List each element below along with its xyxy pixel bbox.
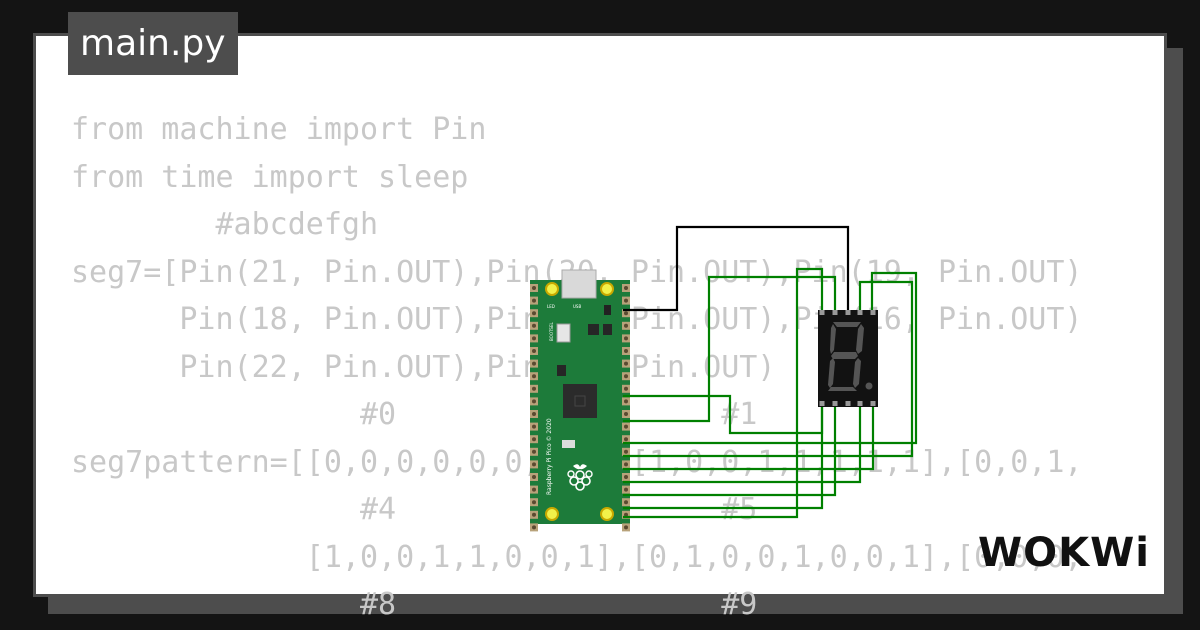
raspberry-pi-pico-board[interactable]: LED USB BOOTSEL Raspberry Pi Pico © 2020 <box>530 269 630 532</box>
display-pins <box>819 310 876 406</box>
usb-label: USB <box>573 304 581 309</box>
header-pin-hole <box>532 500 536 505</box>
wire-segment[interactable] <box>623 405 837 497</box>
wire-segment[interactable] <box>623 280 914 458</box>
header-pin-hole <box>532 487 536 492</box>
header-pin-hole <box>624 349 628 353</box>
wire-segment[interactable] <box>623 315 824 435</box>
display-pin <box>870 310 876 315</box>
header-pin-hole <box>624 386 628 391</box>
header-pin-hole <box>532 449 536 454</box>
wire-segment[interactable] <box>623 271 918 445</box>
code-line: #4 #5 <box>71 492 758 527</box>
mounting-hole <box>545 507 559 521</box>
header-pin-hole <box>532 286 536 290</box>
mounting-hole <box>600 507 614 521</box>
header-pin-hole <box>532 412 536 416</box>
header-pin-hole <box>624 374 628 379</box>
header-pin-hole <box>624 512 628 517</box>
bootsel-button[interactable] <box>556 323 571 343</box>
display-pin <box>845 310 851 315</box>
code-line: #abcdefgh <box>71 207 379 242</box>
wokwi-logo-icon: WOKWi <box>978 530 1150 576</box>
header-pin-hole <box>624 399 628 404</box>
raspberry-pi-logo-icon <box>567 464 593 491</box>
bootsel-label: BOOTSEL <box>549 322 554 341</box>
mounting-hole <box>545 282 559 296</box>
display-pin <box>819 310 825 315</box>
header-pin-hole <box>624 525 628 530</box>
header-pin-hole <box>624 311 628 316</box>
seven-segment-display-icon[interactable] <box>818 310 878 407</box>
wires <box>623 225 918 519</box>
code-line: #8 #9 <box>71 587 758 622</box>
header-pin-hole <box>624 475 628 479</box>
file-tab-main-py[interactable]: main.py <box>68 12 238 75</box>
header-pin-hole <box>532 399 536 404</box>
header-pin-hole <box>532 437 536 442</box>
header-pin-hole <box>532 386 536 391</box>
display-pin <box>845 401 851 406</box>
brand-name: WOKWi <box>978 530 1150 576</box>
header-pin-hole <box>532 298 536 303</box>
wire-segment[interactable] <box>623 405 862 484</box>
small-chip <box>557 365 566 376</box>
code-line: #0 #1 <box>71 397 758 432</box>
display-pin <box>832 310 838 315</box>
header-pin-hole <box>532 462 536 467</box>
code-line: seg7=[Pin(21, Pin.OUT),Pin(20, Pin.OUT),… <box>71 254 1083 290</box>
display-pin <box>870 401 876 406</box>
display-segments <box>828 322 873 391</box>
header-pin-hole <box>532 525 536 530</box>
header-pin-hole <box>532 475 536 479</box>
mounting-hole <box>600 282 614 296</box>
code-line: from time import sleep <box>71 159 469 195</box>
header-pin-hole <box>624 449 628 454</box>
header-pin-hole <box>532 323 536 328</box>
display-pin <box>857 401 863 406</box>
header-pin-hole <box>532 336 536 341</box>
header-pin-hole <box>532 424 536 429</box>
wire-segment[interactable] <box>623 275 837 423</box>
header-pin-hole <box>624 336 628 341</box>
code-line: from machine import Pin <box>71 112 487 147</box>
header-pin-hole <box>532 311 536 316</box>
header-pin-hole <box>624 462 628 467</box>
display-pin <box>857 310 863 315</box>
pin-header-left <box>530 284 538 532</box>
pin-header-right <box>622 284 630 532</box>
header-pin-hole <box>532 374 536 379</box>
rp2040-chip-logo <box>574 395 586 407</box>
board-name-label: Raspberry Pi Pico © 2020 <box>546 418 553 495</box>
wire-segment[interactable] <box>623 405 875 471</box>
wire-segment[interactable] <box>623 405 824 510</box>
led-component <box>604 305 611 315</box>
crystal <box>562 440 575 448</box>
header-pin-hole <box>532 361 536 366</box>
usb-connector <box>561 269 597 299</box>
header-pin-hole <box>624 298 628 303</box>
header-pin-hole <box>624 286 628 290</box>
header-pin-hole <box>624 323 628 328</box>
header-pin-hole <box>532 512 536 517</box>
header-pin-hole <box>532 349 536 353</box>
display-pin <box>832 401 838 406</box>
header-pin-hole <box>624 412 628 416</box>
header-pin-hole <box>624 424 628 429</box>
code-line: [1,0,0,1,1,0,0,1],[0,1,0,0,1,0,0,1],[0,0… <box>71 539 1083 575</box>
led-label: LED <box>547 304 555 309</box>
header-pin-hole <box>624 500 628 505</box>
header-pin-hole <box>624 361 628 366</box>
rp2040-chip <box>563 384 597 418</box>
header-pin-hole <box>624 437 628 442</box>
flash-chip <box>588 324 599 335</box>
wire-common[interactable] <box>623 225 850 315</box>
regulator-chip <box>603 324 612 335</box>
display-pin <box>819 401 825 406</box>
header-pin-hole <box>624 487 628 492</box>
wire-segment[interactable] <box>623 267 824 519</box>
